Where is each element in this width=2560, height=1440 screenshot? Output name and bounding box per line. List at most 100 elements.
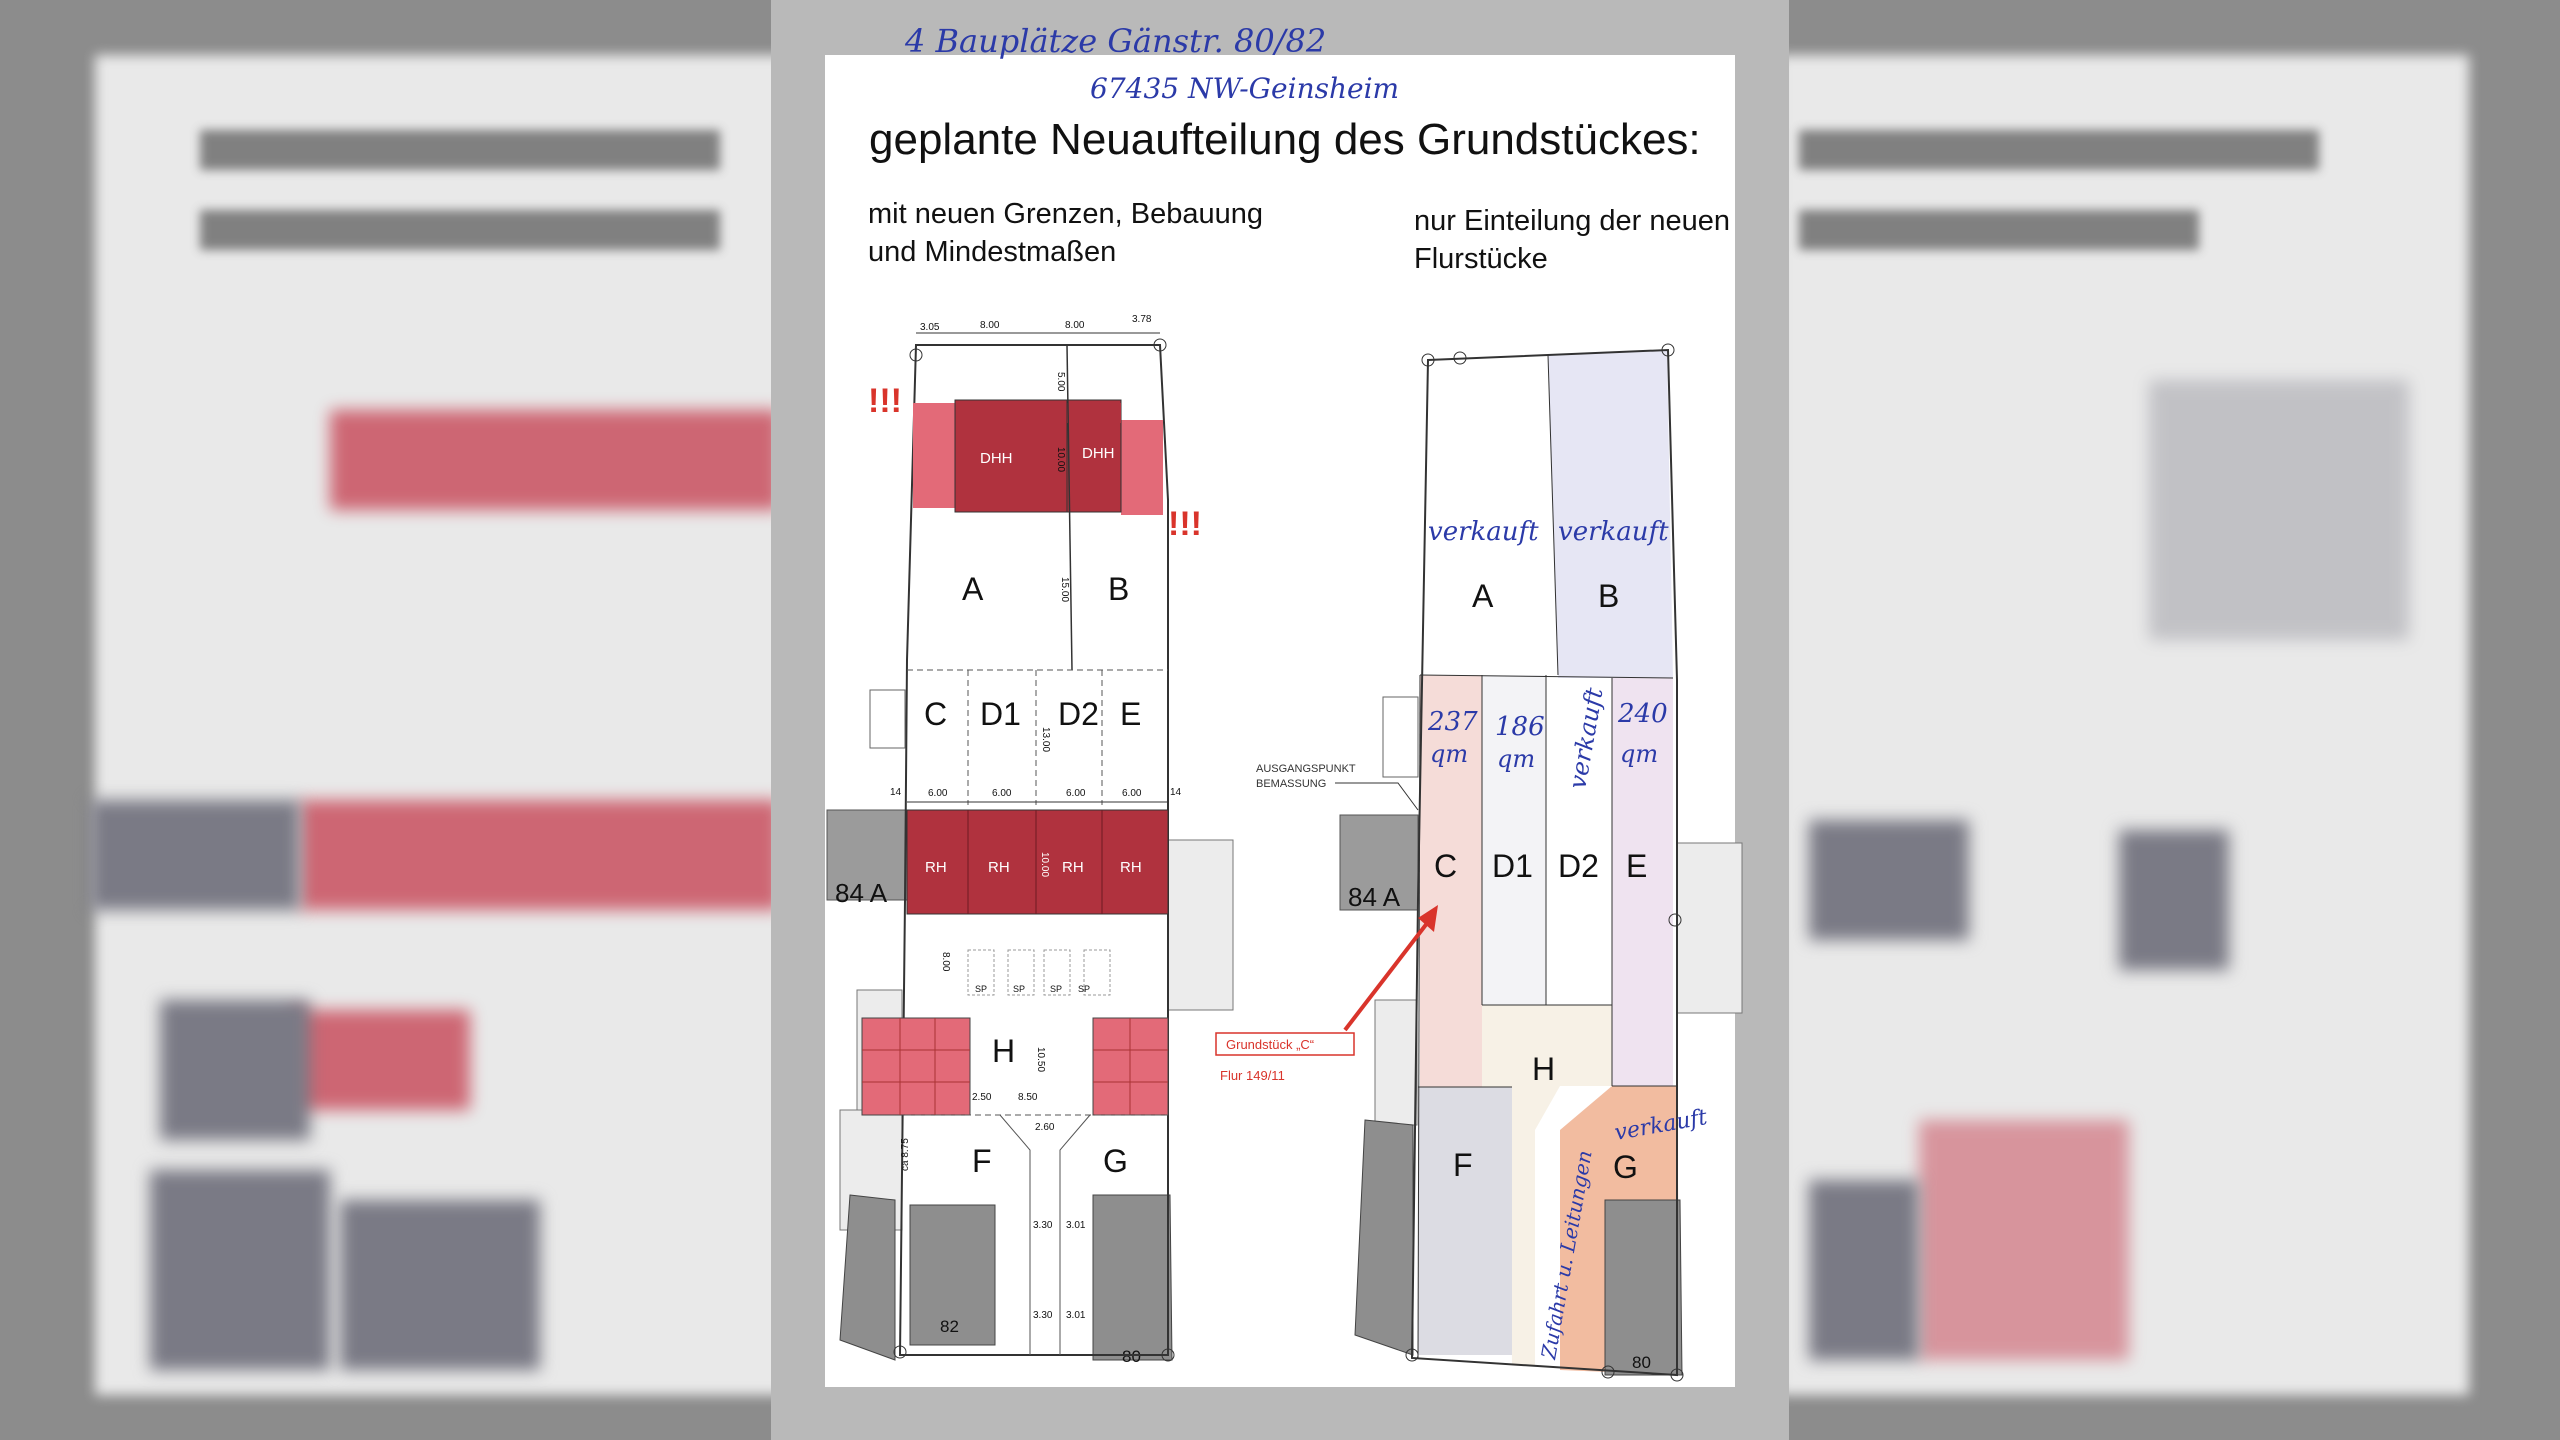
left-sp-label-4: SP [1078,984,1090,994]
left-parking-c [1043,949,1071,996]
right-neighbor-84a-building [1339,814,1419,911]
right-neighbor-82-lot [1354,1119,1414,1356]
left-corner-tr [1153,338,1167,352]
left-parking-a [967,949,995,996]
right-plot-c-area [1420,675,1482,1087]
left-neighbor-84a-label: 84 A [835,878,888,908]
right-note-area-d1-num: 186 [1495,712,1545,742]
left-dim-h301a: 3.01 [1066,1220,1086,1231]
right-plot-e-area [1612,678,1673,1086]
left-dim-v1000b: 10.00 [1039,852,1050,877]
left-plot-c-label: C [924,696,947,732]
left-rh-label-1: RH [925,859,947,876]
right-plot-d2-label: D2 [1558,848,1599,884]
right-origin-label-line1: AUSGANGSPUNKT [1256,763,1356,775]
right-corner-tl1 [1421,353,1435,367]
right-callout-arrowhead [1418,905,1438,932]
left-dim-v1500: 15.00 [1059,577,1070,602]
left-dim-h850: 8.50 [1018,1092,1038,1103]
left-corner-tl [909,348,923,362]
right-stairs-c [1382,696,1419,778]
left-dim-h301b: 3.01 [1066,1310,1086,1321]
left-sp-label-1: SP [975,984,987,994]
right-note-area-e-unit: qm [1620,740,1658,768]
right-neighbor-right-building [1676,842,1743,1014]
right-side-building-a [1374,999,1418,1126]
right-plot-g-label: G [1613,1149,1638,1185]
right-caption-line2: Flurstücke [1414,243,1548,275]
left-dim-v1300: 13.00 [1040,727,1051,752]
left-dim-h330a: 3.30 [1033,1220,1053,1231]
left-plot-g-label: G [1103,1143,1128,1179]
left-dim-edge14a: 14 [890,787,902,798]
left-neighbor-80-label: 80 [1122,1347,1141,1366]
left-dim-ca875: ca 8.75 [900,1138,911,1171]
left-plot-d2-label: D2 [1058,696,1099,732]
left-driveway-r [1059,1114,1091,1355]
right-plot-f-label: F [1453,1147,1473,1183]
left-site-plan: 84 A 82 80 DHH DHH !!! !!! A B C D1 D2 E [826,314,1234,1366]
right-corner-bl [1405,1348,1419,1362]
right-note-area-e-num: 240 [1617,699,1668,729]
left-plot-d1-label: D1 [980,696,1021,732]
left-neighbor-84a-building [826,809,908,901]
left-ab-divider [1066,344,1073,671]
page-title: geplante Neuaufteilung des Grundstückes: [869,115,1701,164]
left-dim-h260: 2.60 [1035,1122,1055,1133]
left-dim-v800: 8.00 [940,952,951,972]
left-caption-line1: mit neuen Grenzen, Bebauung [868,198,1263,230]
right-plot-b-label: B [1598,578,1619,614]
left-sp-label-3: SP [1050,984,1062,994]
left-plot-h-label: H [992,1033,1015,1069]
left-dim-h250: 2.50 [972,1092,992,1103]
right-plot-e-label: E [1626,848,1647,884]
left-neighbor-82-lot [839,1194,896,1361]
left-plan-caption: mit neuen Grenzen, Bebauung und Mindestm… [868,195,1263,271]
right-plot-c-label: C [1434,848,1457,884]
left-dhh-overhang-right [1121,420,1163,515]
left-neighbor-80-building [1092,1194,1173,1361]
right-note-area-c-unit: qm [1430,740,1468,768]
left-dim-v1000: 10.00 [1055,447,1066,472]
right-plan-caption: nur Einteilung der neuen Flurstücke [1414,202,1730,278]
right-plot-b-area [1548,350,1673,678]
left-dhh-house-a [954,399,1068,513]
right-origin-leader [1335,782,1419,811]
left-corner-bl [893,1345,907,1359]
left-sp-bays-left [861,1017,971,1116]
left-dhh-house-b-ext [1067,403,1121,423]
left-corner-br [1161,1348,1175,1362]
left-stairs-c [869,689,906,749]
right-neighbor-80-building [1604,1199,1683,1376]
right-origin-label-line2: BEMASSUNG [1256,778,1326,790]
left-dim-edge14b: 14 [1170,787,1182,798]
left-neighbor-82-label: 82 [940,1317,959,1336]
handwritten-address-note: 4 Bauplätze Gänstr. 80/82 [905,22,1327,60]
left-parking-d [1083,949,1111,996]
right-callout-sub: Flur 149/11 [1220,1068,1285,1083]
left-plot-e-label: E [1120,696,1141,732]
right-c-left [1417,674,1421,1359]
left-rh-label-4: RH [1120,859,1142,876]
right-note-area-d1-unit: qm [1497,745,1535,773]
right-ab-divider [1547,354,1559,676]
left-plot-f-label: F [972,1143,992,1179]
left-dim-top3: 8.00 [1065,320,1085,331]
right-corner-br [1670,1368,1684,1382]
left-driveway [999,1114,1031,1355]
left-neighbor-82-building [909,1204,996,1346]
left-dhh-label-b: DHH [1082,445,1115,462]
right-note-verkauft-a: verkauft [1428,517,1539,547]
left-dhh-label-a: DHH [980,450,1013,467]
left-caption-line2: und Mindestmaßen [868,236,1117,268]
right-plot-h-label: H [1532,1051,1555,1087]
left-dhh-overhang-left [913,403,955,508]
right-caption-line1: nur Einteilung der neuen [1414,205,1731,237]
blurred-backdrop-right [1789,0,2560,1440]
left-dim-top4: 3.78 [1132,314,1152,325]
right-note-verkauft-b: verkauft [1558,517,1669,547]
left-dim-v500: 5.00 [1055,372,1066,392]
right-corner-bm [1601,1365,1615,1379]
left-parking-b [1007,949,1035,996]
right-plot-d1-label: D1 [1492,848,1533,884]
